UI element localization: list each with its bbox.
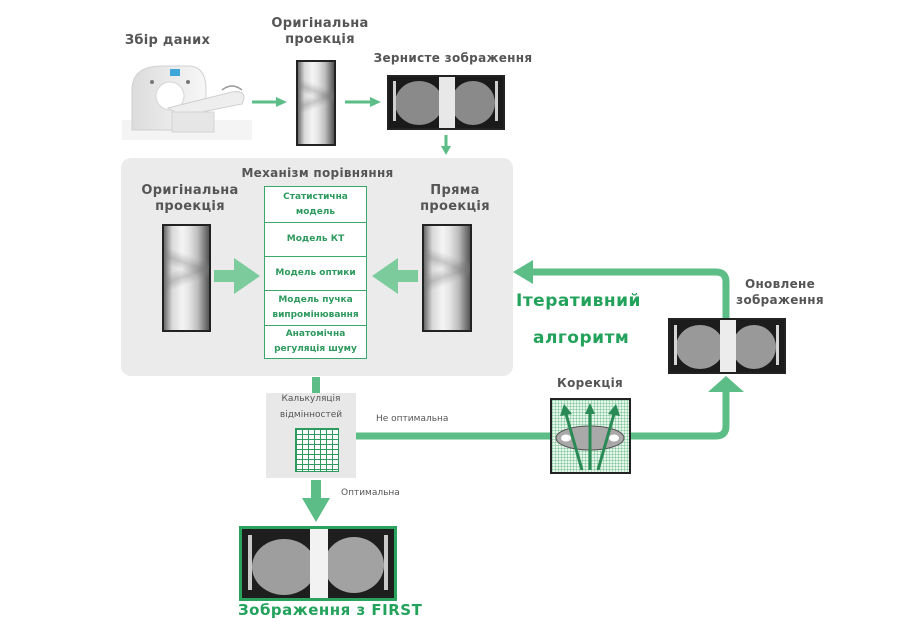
arrow-up-to-updated	[708, 376, 744, 392]
arrow-calc-to-result	[302, 480, 330, 522]
model-ct: Модель КТ	[265, 223, 366, 257]
arrow-left-to-panel	[513, 260, 533, 284]
noisy-ct-image	[389, 77, 503, 128]
first-ct-image	[242, 529, 394, 598]
updated-ct-image	[670, 320, 784, 372]
top-original-projection-image	[296, 60, 336, 146]
loop-line	[356, 260, 744, 440]
top-original-projection-label: Оригінальна проекція	[271, 16, 369, 47]
model-beam: Модель пучка випромінювання	[265, 291, 366, 326]
first-result-image	[239, 526, 397, 601]
optimal-label: Оптимальна	[341, 488, 400, 498]
noisy-image-label: Зернисте зображення	[373, 51, 533, 65]
correction-label: Корекція	[556, 376, 624, 390]
data-collection-label: Збір даних	[124, 33, 211, 48]
arrow-projection-to-noisy	[345, 97, 381, 107]
updated-image	[668, 318, 786, 374]
correction-arrows-icon	[555, 403, 625, 471]
model-anatomical-noise: Анатомічна регуляція шуму	[274, 329, 357, 354]
first-result-label: Зображення з FIRST	[238, 601, 423, 619]
forward-projection-image	[422, 224, 472, 332]
difference-grid-icon	[295, 428, 339, 472]
not-optimal-label: Не оптимальна	[376, 414, 449, 422]
model-optics: Модель оптики	[265, 257, 366, 291]
ct-scanner-image	[122, 60, 252, 140]
arrow-scanner-to-projection	[252, 97, 287, 107]
ct-scanner-icon	[122, 65, 252, 140]
forward-projection-label: Пряма проекція	[420, 183, 490, 214]
arrow-original-to-models	[214, 258, 260, 294]
updated-image-label: Оновлене зображення	[736, 277, 824, 307]
connector-panel-to-calc	[312, 377, 320, 393]
arrow-forward-to-models	[372, 258, 418, 294]
difference-label-line2: відмінностей	[279, 410, 343, 420]
model-statistical: Статистична модель	[265, 187, 366, 223]
comparison-title: Механізм порівняння	[241, 166, 394, 180]
difference-label-line1: Калькуляція	[281, 394, 341, 404]
model-list: Статистична модель Модель КТ Модель опти…	[264, 186, 367, 359]
panel-original-projection-label: Оригінальна проекція	[141, 183, 239, 214]
panel-original-projection-image	[162, 224, 211, 332]
correction-image	[550, 398, 631, 474]
noisy-image	[387, 75, 505, 130]
arrow-noisy-down	[441, 135, 451, 155]
iterative-label-line2: алгоритм	[533, 328, 630, 348]
iterative-label-line1: Ітеративний	[516, 291, 641, 311]
